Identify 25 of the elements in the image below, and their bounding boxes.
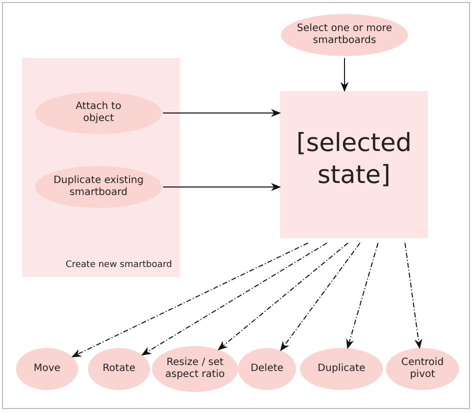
- arrow: [162, 183, 281, 191]
- action-label: Delete: [250, 362, 284, 376]
- action-label: Attach to object: [74, 100, 122, 126]
- arrow: [218, 242, 348, 350]
- arrow: [71, 242, 308, 358]
- action-ellipse: [16, 348, 78, 390]
- state-label: [selected state]: [295, 127, 413, 190]
- group-label: Create new smartboard: [66, 260, 172, 270]
- action-label: Move: [34, 362, 60, 376]
- arrow: [346, 242, 378, 350]
- group-panel: [22, 58, 180, 277]
- arrow: [162, 109, 281, 117]
- state-box: [280, 91, 428, 238]
- action-label: Duplicate existing smartboard: [52, 174, 145, 200]
- arrow: [340, 58, 348, 92]
- action-label: Select one or more smartboards: [296, 22, 394, 48]
- arrow: [141, 242, 328, 356]
- action-label: Duplicate: [318, 362, 366, 376]
- arrow: [404, 242, 422, 350]
- action-ellipse: [88, 348, 150, 390]
- arrow: [280, 242, 360, 352]
- action-label: Rotate: [102, 362, 136, 376]
- action-ellipse: [152, 346, 238, 392]
- action-label: Resize / set aspect ratio: [164, 356, 226, 382]
- action-label: Centroid pivot: [400, 356, 445, 382]
